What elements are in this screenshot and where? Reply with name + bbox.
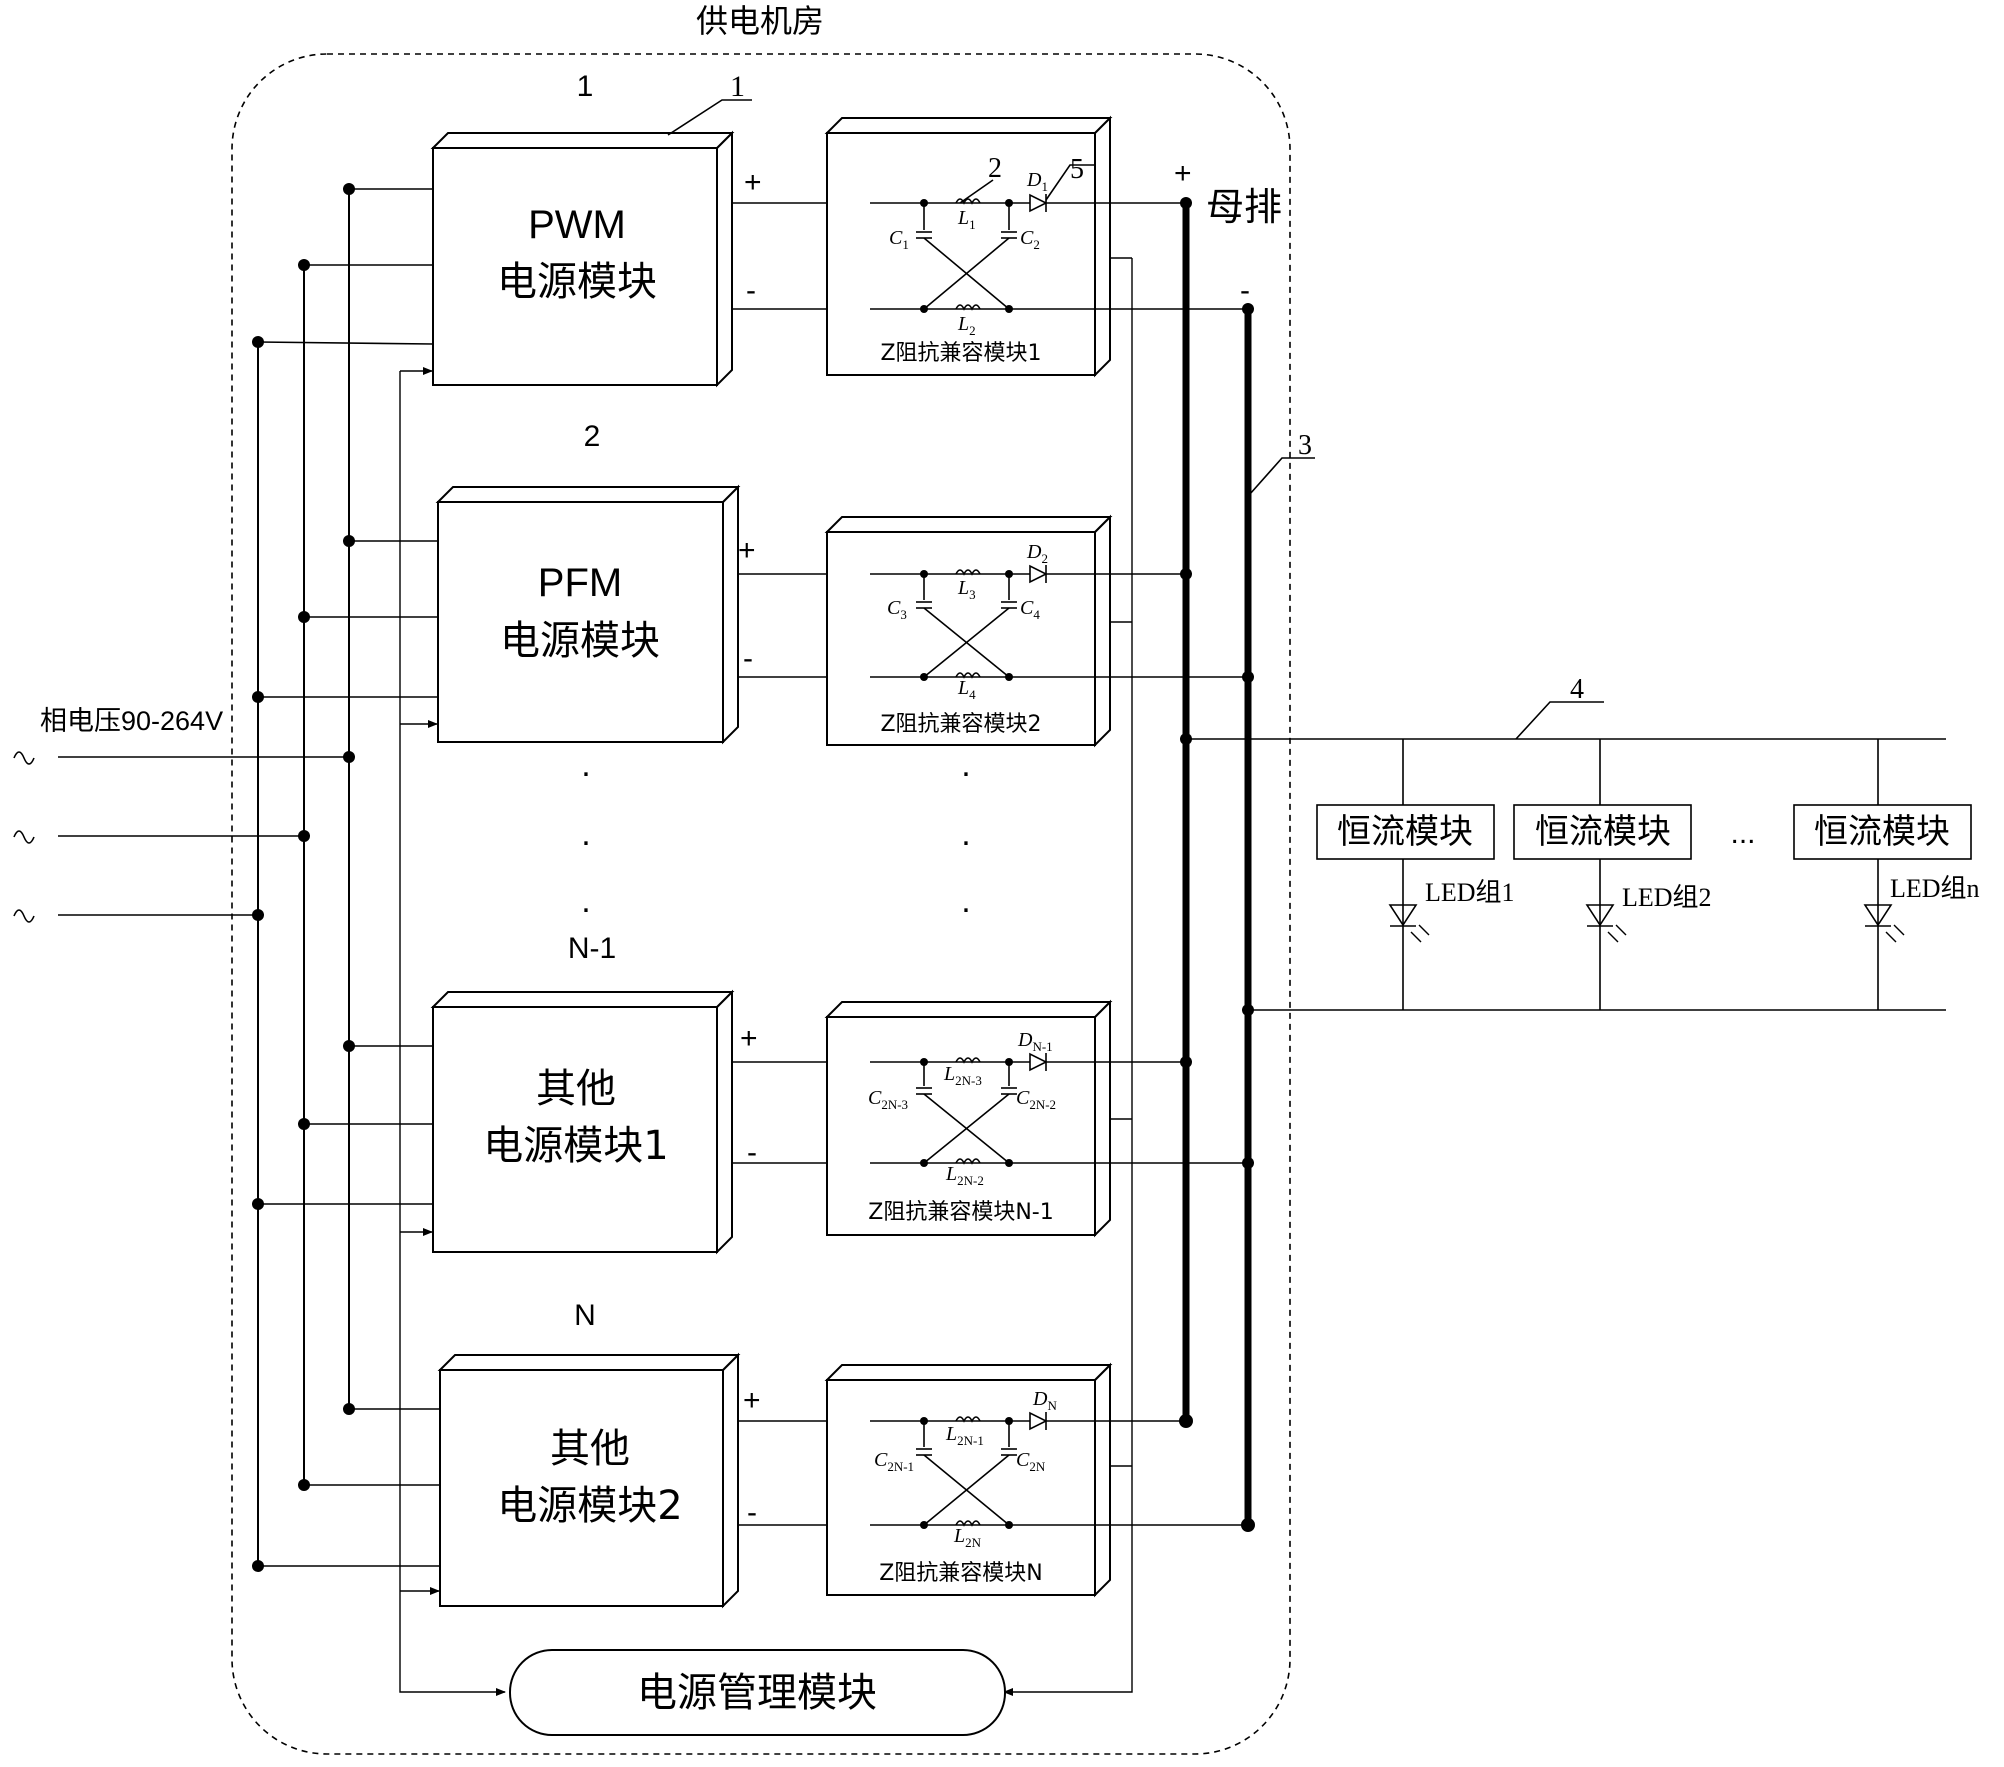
phase-buses <box>258 189 349 1566</box>
svg-text:其他: 其他 <box>536 1066 616 1112</box>
svg-text:1: 1 <box>730 70 745 103</box>
busbar-junction-dots <box>1179 197 1255 1532</box>
load-n: 恒流模块 LED组n <box>1794 805 1980 942</box>
svg-text:.: . <box>961 815 970 853</box>
svg-text:恒流模块: 恒流模块 <box>1814 812 1950 852</box>
load-2: 恒流模块 LED组2 <box>1514 805 1712 942</box>
svg-text:4: 4 <box>1570 674 1584 705</box>
svg-text:+: + <box>738 534 756 567</box>
svg-text:Z阻抗兼容模块2: Z阻抗兼容模块2 <box>880 712 1041 737</box>
input-voltage-label: 相电压90-264V <box>40 706 223 736</box>
svg-text:LED组1: LED组1 <box>1425 878 1515 907</box>
module-box-top <box>433 133 732 148</box>
module-1: 1 PWM 电源模块 + - L1 <box>433 70 1252 385</box>
svg-text:.: . <box>961 882 970 920</box>
busbar-plus-sign: + <box>1174 157 1192 190</box>
svg-text:其他: 其他 <box>550 1426 630 1472</box>
svg-text:.: . <box>581 882 590 920</box>
svg-text:5: 5 <box>1070 154 1084 185</box>
svg-text:-: - <box>743 642 753 675</box>
module-n: N 其他 电源模块2 + - L2N-1 <box>440 1299 1252 1606</box>
z-module-label: Z阻抗兼容模块1 <box>880 341 1041 366</box>
svg-text:Z阻抗兼容模块N-1: Z阻抗兼容模块N-1 <box>868 1200 1053 1225</box>
svg-text:2: 2 <box>988 153 1002 184</box>
svg-text:电源模块: 电源模块 <box>500 618 660 664</box>
svg-text:.: . <box>961 746 970 784</box>
svg-text:恒流模块: 恒流模块 <box>1535 812 1671 852</box>
power-management-label: 电源管理模块 <box>637 1670 877 1716</box>
svg-text:PFM: PFM <box>538 561 622 605</box>
busbar-label: 母排 <box>1206 185 1282 229</box>
loads-ellipsis: ... <box>1730 817 1755 850</box>
ellipsis-left: . . . <box>581 746 590 920</box>
svg-text:-: - <box>747 1136 757 1169</box>
module-box-side <box>717 133 732 385</box>
busbars <box>1186 200 1248 1525</box>
svg-text:LED组n: LED组n <box>1890 874 1980 903</box>
load-1: 恒流模块 LED组1 <box>1317 805 1515 942</box>
module-n-minus-1: N-1 其他 电源模块1 + - L2N- <box>433 932 1252 1252</box>
svg-text:+: + <box>740 1022 758 1055</box>
svg-text:-: - <box>747 1496 757 1529</box>
svg-text:+: + <box>743 1384 761 1417</box>
svg-text:.: . <box>581 746 590 784</box>
module-name-line2: 电源模块 <box>497 259 657 305</box>
svg-text:3: 3 <box>1298 430 1312 461</box>
ellipsis-middle: . . . <box>961 746 970 920</box>
busbar-minus-sign: - <box>1240 274 1250 307</box>
room-title: 供电机房 <box>696 2 824 40</box>
svg-text:N-1: N-1 <box>568 932 616 965</box>
svg-text:2: 2 <box>584 420 601 453</box>
svg-text:N: N <box>574 1299 596 1332</box>
svg-text:电源模块1: 电源模块1 <box>483 1123 668 1169</box>
module-name-line1: PWM <box>528 203 626 247</box>
svg-text:.: . <box>581 815 590 853</box>
minus-sign: - <box>746 274 756 307</box>
module-2: 2 PFM 电源模块 + - L3 <box>438 420 1252 745</box>
reference-leaders <box>668 100 1604 739</box>
ac-source-icons <box>14 752 34 922</box>
svg-text:Z阻抗兼容模块N: Z阻抗兼容模块N <box>879 1561 1043 1586</box>
module-index: 1 <box>577 70 594 103</box>
svg-text:恒流模块: 恒流模块 <box>1337 812 1473 852</box>
load-bus-lines <box>1186 739 1946 1010</box>
z-impedance-module <box>827 133 1095 375</box>
svg-text:LED组2: LED组2 <box>1622 883 1712 912</box>
svg-text:电源模块2: 电源模块2 <box>497 1483 682 1529</box>
plus-sign: + <box>744 166 762 199</box>
